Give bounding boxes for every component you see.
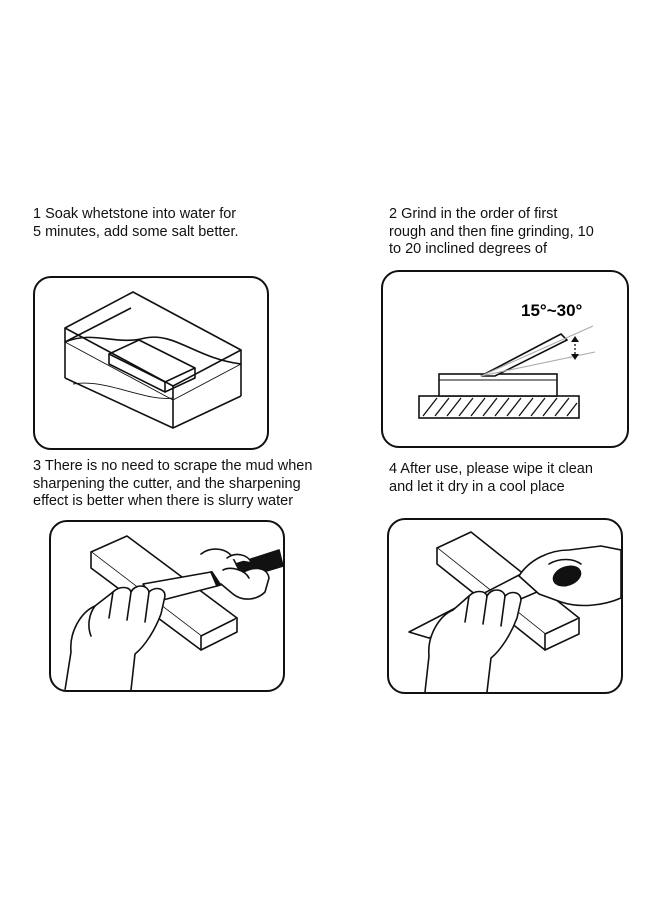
angle-range-label: 15°~30° [521,301,583,320]
wiping-hands-drawing [408,531,621,692]
knife-blade [480,333,569,377]
step-2-caption: 2 Grind in the order of first rough and … [389,206,594,257]
whetstone-block [438,373,558,397]
sharpening-hands-drawing [64,535,283,690]
step-1-illustration [33,276,269,450]
angle-guide-line [480,325,594,377]
step-4-caption: 4 After use, please wipe it clean and le… [389,461,593,495]
soaking-container-drawing [64,291,242,429]
step-1-caption: 1 Soak whetstone into water for 5 minute… [33,206,239,240]
step-2-illustration: 15°~30° [381,270,629,448]
step-3-caption: 3 There is no need to scrape the mud whe… [33,458,313,509]
hatched-base [418,395,580,419]
step-4-illustration [387,518,623,694]
angle-diagram: 15°~30° [418,301,596,419]
step-3-illustration [49,520,285,692]
adjust-arrow-icon [571,336,579,360]
